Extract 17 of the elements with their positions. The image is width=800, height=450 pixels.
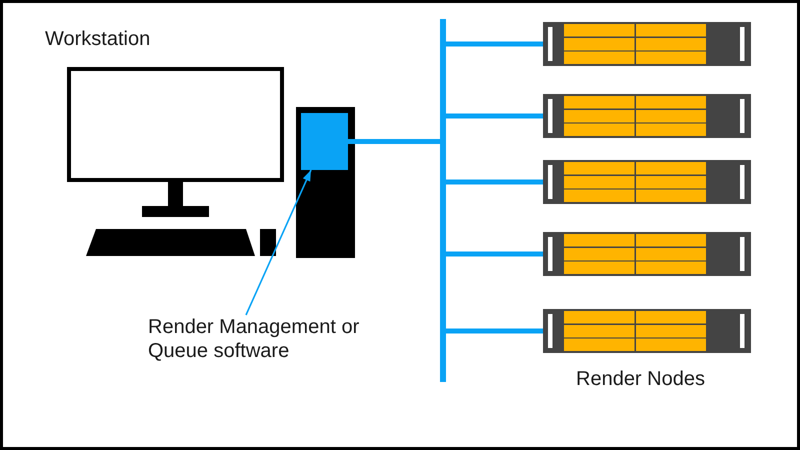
network-cable	[348, 139, 440, 144]
callout-text: Render Management or Queue software	[148, 315, 388, 363]
network-bus	[440, 19, 446, 382]
software-module-box	[301, 113, 348, 170]
rack-server	[543, 309, 751, 353]
network-cable	[446, 180, 543, 184]
heading-label: Render Nodes	[576, 367, 705, 391]
network-cable	[446, 42, 543, 46]
network-cable	[446, 114, 543, 118]
leader-arrow	[245, 170, 312, 316]
rack-server	[543, 160, 751, 204]
rack-server	[543, 22, 751, 66]
rack-server	[543, 232, 751, 276]
network-cable	[446, 252, 543, 256]
network-cable	[446, 328, 543, 334]
heading-label: Workstation	[45, 27, 150, 51]
rack-server	[543, 94, 751, 138]
